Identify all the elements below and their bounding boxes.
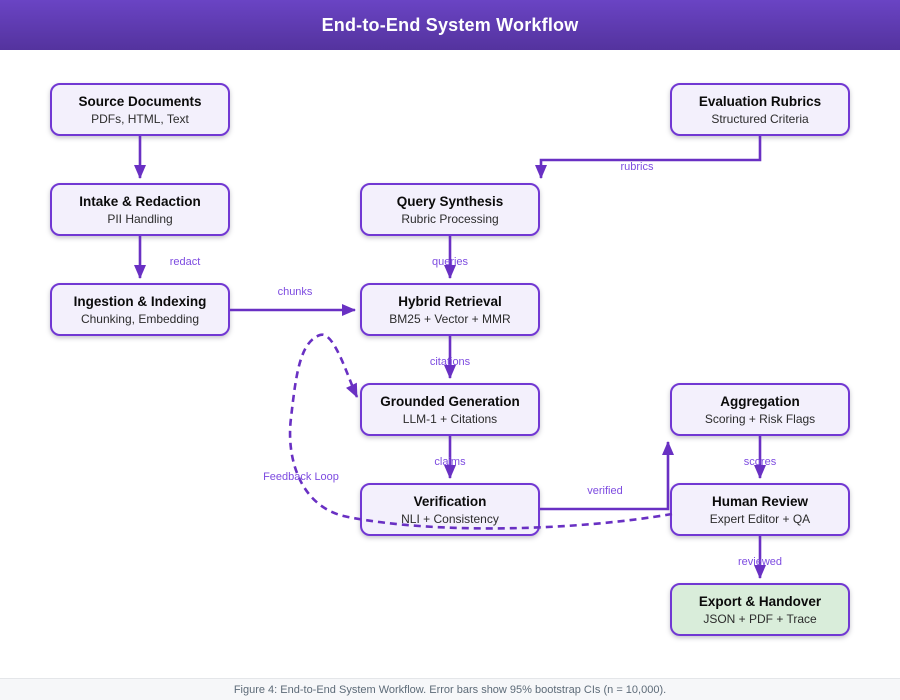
edge-label-claims: claims [434, 456, 466, 468]
edge-label-feedback-loop: Feedback Loop [263, 471, 339, 483]
node-title: Ingestion & Indexing [73, 293, 207, 309]
node-verification: Verification NLI + Consistency [360, 483, 540, 536]
edge-label-verified: verified [587, 485, 623, 497]
node-subtitle: Rubric Processing [401, 211, 499, 226]
node-subtitle: Scoring + Risk Flags [704, 411, 816, 426]
edge-label-rubrics: rubrics [620, 161, 654, 173]
figure-caption-bar: Figure 4: End-to-End System Workflow. Er… [0, 678, 900, 700]
node-evaluation-rubrics: Evaluation Rubrics Structured Criteria [670, 83, 850, 136]
node-title: Verification [413, 493, 487, 509]
node-title: Query Synthesis [396, 193, 504, 209]
node-ingestion-indexing: Ingestion & Indexing Chunking, Embedding [50, 283, 230, 336]
node-title: Grounded Generation [380, 393, 520, 409]
edge-label-scores: scores [743, 456, 777, 468]
edge-label-reviewed: reviewed [737, 556, 783, 568]
node-subtitle: NLI + Consistency [401, 511, 499, 526]
node-query-synthesis: Query Synthesis Rubric Processing [360, 183, 540, 236]
node-intake-redaction: Intake & Redaction PII Handling [50, 183, 230, 236]
node-title: Aggregation [720, 393, 800, 409]
edge-label-citations: citations [429, 356, 471, 368]
node-source-documents: Source Documents PDFs, HTML, Text [50, 83, 230, 136]
node-subtitle: Structured Criteria [711, 111, 809, 126]
node-subtitle: JSON + PDF + Trace [703, 611, 817, 626]
node-title: Evaluation Rubrics [698, 93, 822, 109]
node-subtitle: PII Handling [107, 211, 173, 226]
edge-label-redact: redact [169, 256, 201, 268]
node-grounded-generation: Grounded Generation LLM-1 + Citations [360, 383, 540, 436]
node-hybrid-retrieval: Hybrid Retrieval BM25 + Vector + MMR [360, 283, 540, 336]
node-subtitle: Chunking, Embedding [80, 311, 200, 326]
node-export-handover: Export & Handover JSON + PDF + Trace [670, 583, 850, 636]
node-title: Hybrid Retrieval [398, 293, 502, 309]
node-title: Export & Handover [698, 593, 822, 609]
edge-label-chunks: chunks [277, 286, 313, 298]
node-title: Source Documents [78, 93, 202, 109]
node-aggregation: Aggregation Scoring + Risk Flags [670, 383, 850, 436]
node-subtitle: LLM-1 + Citations [402, 411, 498, 426]
page-title: End-to-End System Workflow [321, 14, 579, 35]
edge-verification-aggregation [540, 441, 674, 511]
edge-label-queries: queries [431, 256, 469, 268]
node-subtitle: Expert Editor + QA [709, 511, 811, 526]
edge-rubrics-query [535, 136, 762, 179]
node-title: Intake & Redaction [79, 193, 201, 209]
node-title: Human Review [711, 493, 809, 509]
node-human-review: Human Review Expert Editor + QA [670, 483, 850, 536]
node-subtitle: PDFs, HTML, Text [91, 111, 189, 126]
node-subtitle: BM25 + Vector + MMR [389, 311, 511, 326]
figure-caption: Figure 4: End-to-End System Workflow. Er… [233, 683, 667, 696]
title-bar: End-to-End System Workflow [0, 0, 900, 50]
